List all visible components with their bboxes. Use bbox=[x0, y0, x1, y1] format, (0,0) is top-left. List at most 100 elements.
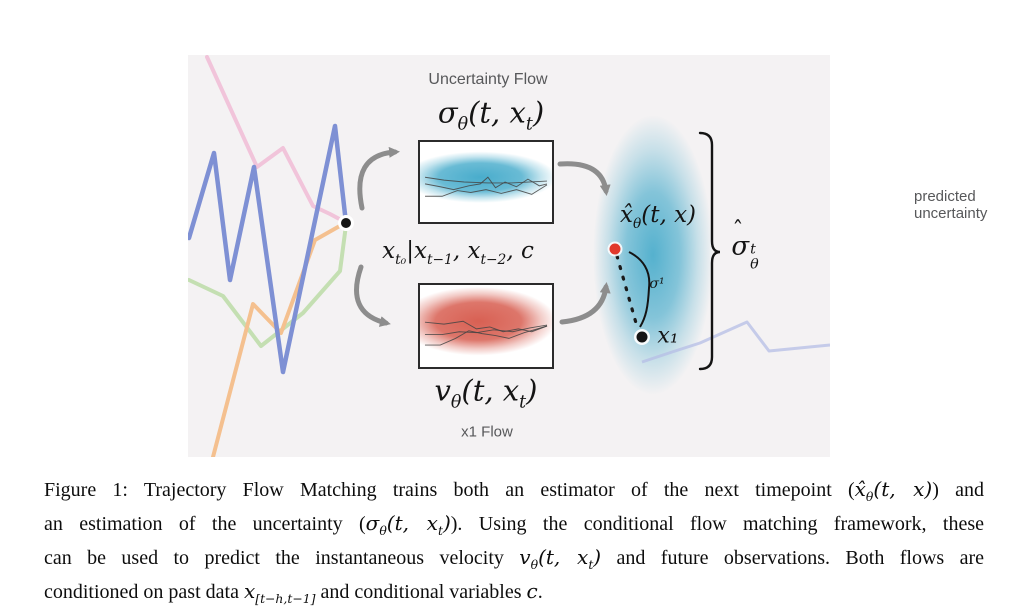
caption-math: c bbox=[526, 579, 538, 603]
caption-line-4: conditioned on past data x[t−h,t−1] and … bbox=[44, 578, 984, 612]
caption-math: ) bbox=[442, 511, 451, 535]
caption-math: t bbox=[588, 557, 594, 572]
trajectory-line-orange bbox=[211, 221, 347, 457]
caption-line-3: can be used to predict the instantaneous… bbox=[44, 544, 984, 578]
x1-point-dot bbox=[636, 331, 648, 343]
formula-part: t bbox=[519, 392, 527, 413]
formula-part: (t, x) bbox=[641, 202, 697, 229]
formula-part: θ bbox=[632, 215, 642, 232]
caption-math: (t, x) bbox=[873, 477, 933, 501]
sample-path bbox=[425, 184, 548, 197]
sample-path bbox=[424, 176, 547, 184]
caption-math: θ bbox=[530, 557, 539, 572]
formula-part: σ bbox=[731, 231, 750, 262]
formula-part: (t, x bbox=[461, 373, 520, 408]
caption-math: σ bbox=[365, 511, 380, 535]
caption-text: and conditional variables bbox=[315, 581, 527, 603]
x1-sample-paths bbox=[424, 320, 548, 346]
caption-math: t bbox=[437, 523, 443, 538]
formula-part: t−1 bbox=[426, 251, 453, 268]
predicted-uncertainty-brace bbox=[698, 131, 721, 371]
v-flow-formula: vθ(t, xt) bbox=[435, 374, 538, 413]
sigma1-bracket bbox=[628, 251, 651, 328]
predicted-uncertainty-blob bbox=[593, 115, 713, 395]
formula-part: v bbox=[434, 373, 451, 408]
caption-text: ) and bbox=[932, 479, 984, 501]
caption-line-1: Figure 1: Trajectory Flow Matching train… bbox=[44, 476, 984, 510]
x1-label: x₁ bbox=[657, 323, 679, 349]
uncertainty-flow-label: Uncertainty Flow bbox=[428, 71, 548, 88]
trajectory-line-blue bbox=[188, 123, 349, 375]
sigma-flow-formula: σθ(t, xt) bbox=[438, 96, 544, 135]
predicted-point-dot bbox=[609, 243, 621, 255]
prediction-error-dashed-line bbox=[615, 254, 638, 325]
data-points bbox=[338, 215, 650, 345]
formula-part: x̂ bbox=[619, 202, 633, 229]
caption-text: Figure 1: Trajectory Flow Matching train… bbox=[44, 479, 855, 501]
sample-path bbox=[424, 320, 548, 333]
caption-math: x̂ bbox=[854, 477, 866, 501]
uncertainty-sample-paths bbox=[424, 176, 548, 197]
predicted-uncertainty-label: predicted uncertainty bbox=[914, 188, 987, 222]
caption-line-2: an estimation of the uncertainty (σθ(t, … bbox=[44, 510, 984, 544]
formula-part: σ bbox=[437, 95, 458, 130]
formula-part: t bbox=[525, 114, 533, 135]
formula-part: t₀ bbox=[395, 251, 407, 268]
caption-text: . bbox=[537, 581, 543, 603]
formula-part: θ bbox=[457, 114, 469, 135]
caption-math: θ bbox=[379, 523, 387, 538]
diagram-canvas bbox=[188, 55, 830, 457]
caption-math: ) bbox=[593, 545, 602, 569]
caption-text: and future observations. Both flows are bbox=[601, 547, 984, 569]
future-observation-line bbox=[641, 320, 830, 364]
trajectory-line-pink bbox=[205, 55, 347, 224]
formula-part: t bbox=[750, 241, 756, 258]
x1-flow-label: x1 Flow bbox=[461, 423, 513, 441]
caption-text: an estimation of the uncertainty ( bbox=[44, 513, 366, 535]
figure-caption: Figure 1: Trajectory Flow Matching train… bbox=[44, 476, 984, 612]
formula-part: t−2 bbox=[480, 251, 507, 268]
predicted-uncertainty-line1: predicted bbox=[914, 188, 976, 205]
sample-path bbox=[424, 176, 548, 191]
flow-arrows bbox=[354, 146, 611, 327]
formula-part: ) bbox=[526, 373, 538, 408]
formula-part: , x bbox=[452, 238, 481, 265]
caption-math: θ bbox=[865, 489, 874, 504]
caption-text: can be used to predict the instantaneous… bbox=[44, 547, 520, 569]
caption-math: (t, x bbox=[538, 545, 589, 569]
x1-flow-box bbox=[418, 283, 554, 369]
formula-part: |x bbox=[406, 238, 427, 265]
formula-part: θ bbox=[450, 392, 462, 413]
caption-math: v bbox=[519, 545, 531, 569]
x1-blob bbox=[420, 286, 552, 356]
sample-path bbox=[424, 324, 548, 336]
arrow-x1-to-prediction bbox=[559, 282, 611, 325]
uncertainty-flow-box-canvas bbox=[420, 151, 552, 203]
arrow-to-x1-flow bbox=[354, 264, 391, 327]
uncertainty-blob bbox=[420, 151, 552, 203]
arrow-to-uncertainty-flow bbox=[357, 146, 400, 211]
predicted-uncertainty-line2: uncertainty bbox=[914, 205, 988, 222]
trajectory-line-green bbox=[188, 223, 348, 348]
past-trajectories bbox=[188, 55, 349, 457]
hat-accent: ˆ bbox=[732, 218, 744, 245]
formula-part: (t, x bbox=[468, 95, 526, 130]
caption-math: (t, x bbox=[386, 511, 438, 535]
formula-part: x bbox=[382, 238, 396, 265]
arrow-uncertainty-to-prediction bbox=[557, 161, 611, 196]
uncertainty-flow-box bbox=[418, 140, 554, 224]
caption-text: conditioned on past data bbox=[44, 581, 244, 603]
caption-text: ). Using the conditional flow matching f… bbox=[450, 513, 984, 535]
condition-formula: xt₀|xt−1, xt−2, c bbox=[382, 238, 534, 268]
formula-part: θ bbox=[750, 256, 759, 273]
sample-path bbox=[424, 325, 548, 346]
sigma1-label: σ¹ bbox=[649, 276, 665, 292]
figure-panel: Uncertainty Flow σθ(t, xt) xt₀|xt−1, xt−… bbox=[188, 55, 987, 457]
xhat-formula: x̂θ(t, x) bbox=[620, 202, 696, 232]
current-point-dot bbox=[341, 218, 351, 228]
caption-math: x bbox=[243, 579, 256, 603]
